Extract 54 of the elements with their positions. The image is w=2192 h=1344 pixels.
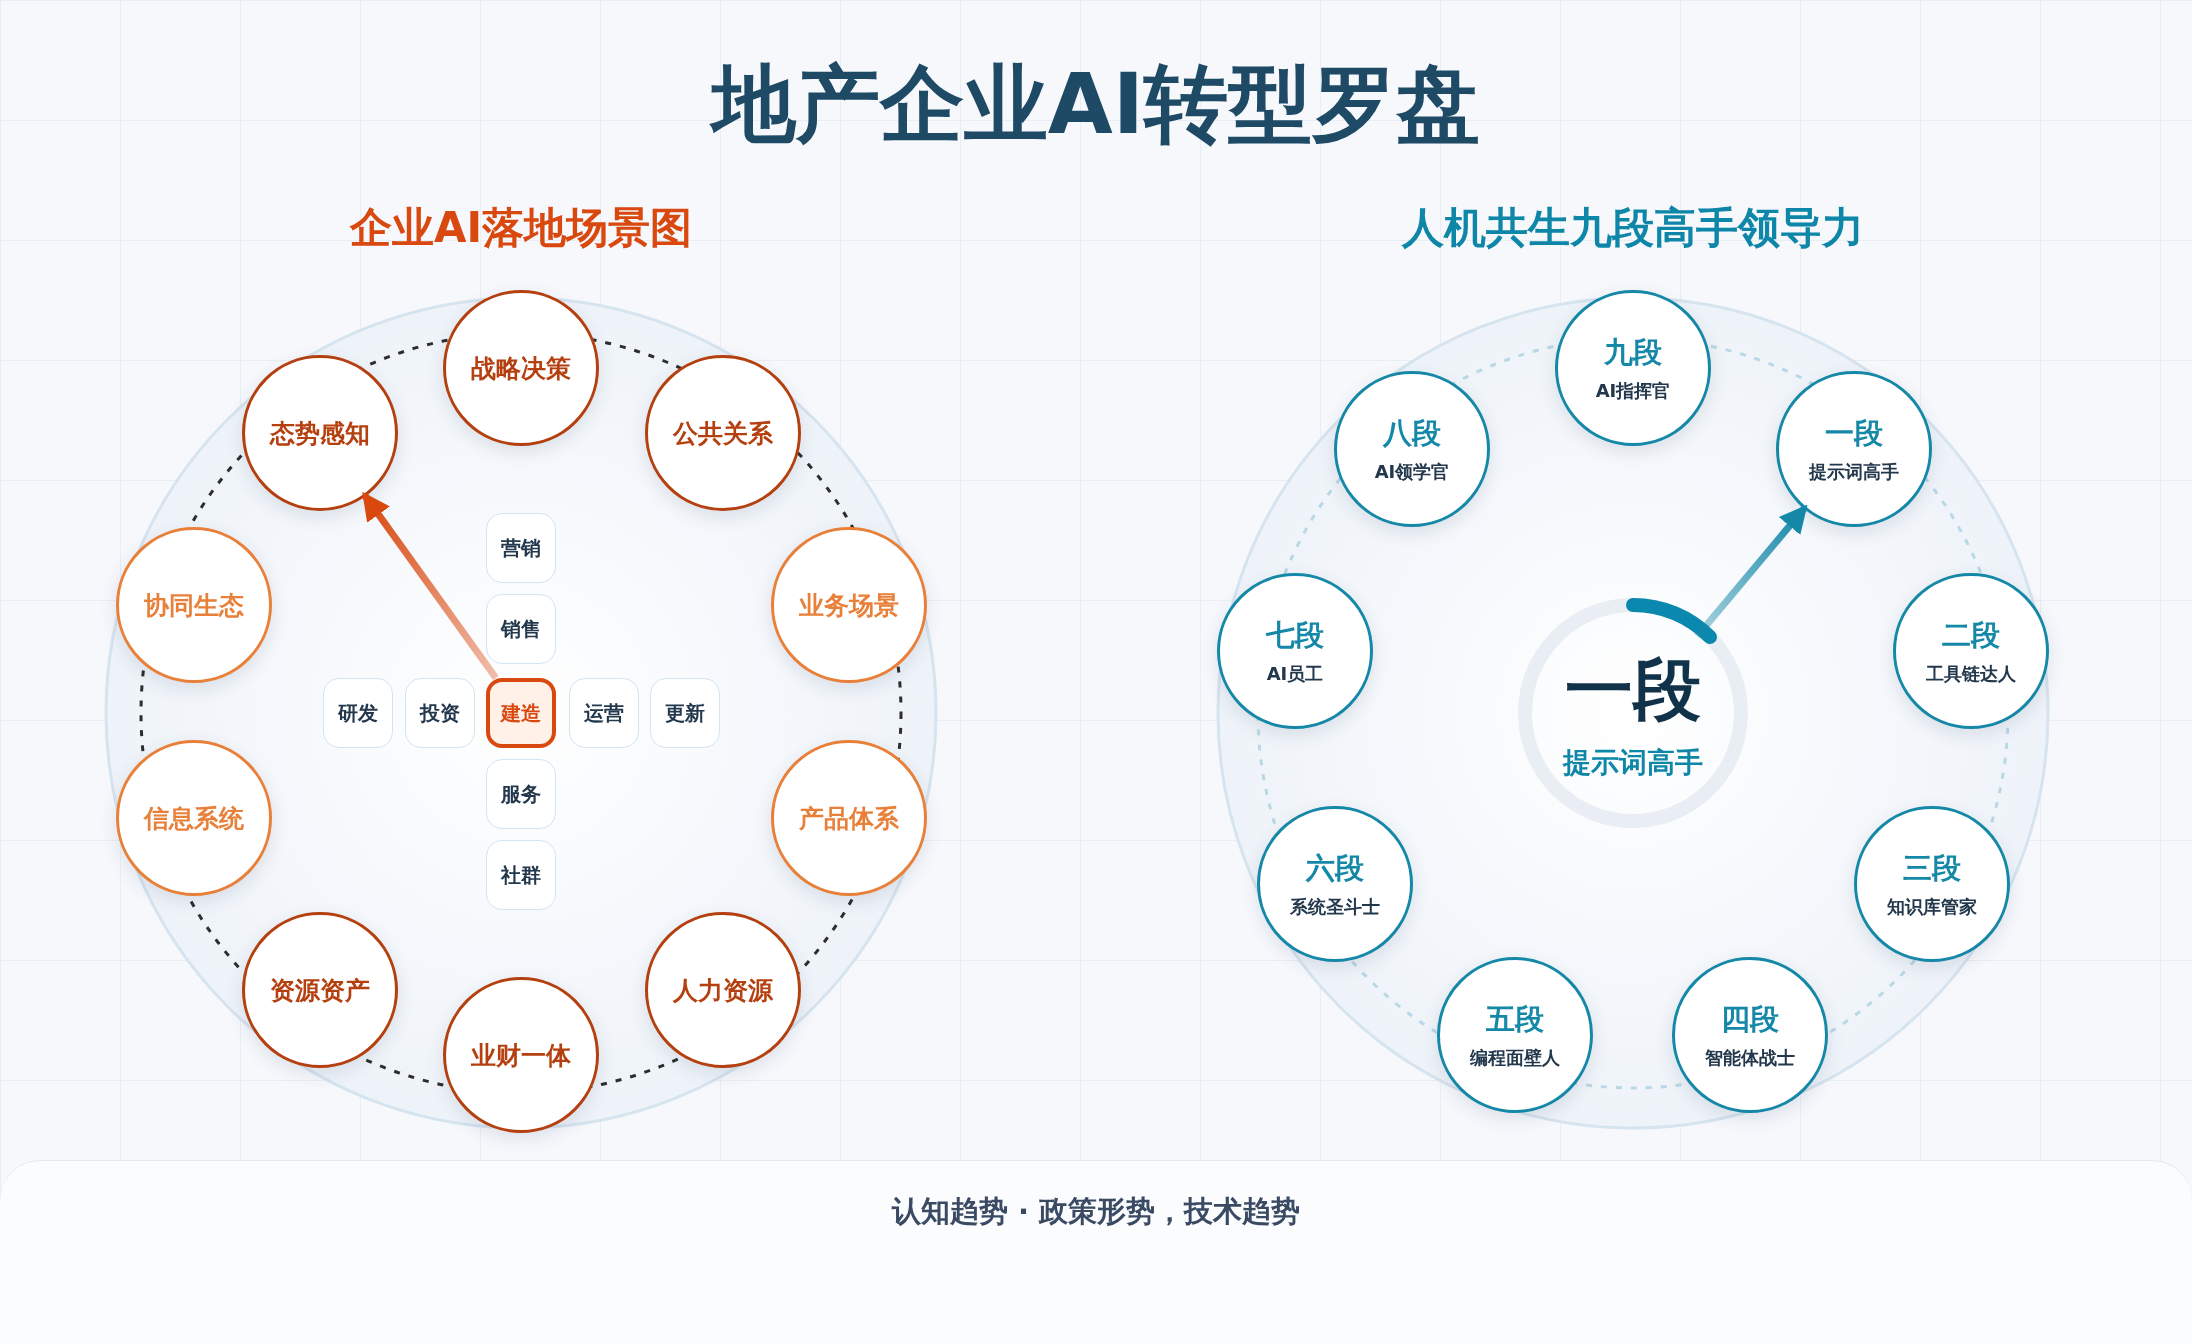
tile-label: 建造 (501, 699, 541, 727)
sector-tile (486, 840, 556, 910)
sector-tile (486, 678, 556, 748)
circle-subtitle: AI员工 (1266, 662, 1324, 686)
tile-label: 社群 (501, 861, 541, 889)
circle-subtitle: 编程面壁人 (1470, 1046, 1560, 1070)
circle-title: 八段 (1383, 415, 1441, 452)
circle-title: 二段 (1942, 617, 2000, 654)
sector-tile (486, 513, 556, 583)
circle-title: 产品体系 (799, 802, 899, 835)
circle-title: 公共关系 (673, 417, 773, 450)
tile-label: 服务 (501, 780, 541, 808)
sector-tile (486, 594, 556, 664)
circle-title: 五段 (1486, 1001, 1544, 1038)
section-heading: 人机共生九段高手领导力 (1400, 202, 1865, 254)
circle-subtitle: 提示词高手 (1563, 744, 1703, 781)
sector-tile (569, 678, 639, 748)
sector-tile (650, 678, 720, 748)
sector-tile (486, 759, 556, 829)
circle-title: 人力资源 (673, 974, 773, 1007)
tile-label: 投资 (420, 699, 460, 727)
circle-subtitle: 工具链达人 (1926, 662, 2016, 686)
circle-title: 一段 (1565, 648, 1701, 731)
circle-title: 信息系统 (144, 802, 244, 835)
circle-subtitle: 知识库管家 (1887, 895, 1977, 919)
circle-subtitle: 提示词高手 (1809, 460, 1899, 484)
arrow (362, 491, 499, 681)
circle-subtitle: AI指挥官 (1595, 379, 1671, 403)
circle-title: 业务场景 (799, 589, 899, 622)
circle-title: 三段 (1903, 850, 1961, 887)
section-heading: 企业AI落地场景图 (348, 202, 694, 254)
tile-label: 营销 (501, 534, 541, 562)
tile-label: 销售 (501, 615, 541, 643)
circle-title: 业财一体 (471, 1039, 571, 1072)
circle-subtitle: 智能体战士 (1705, 1046, 1795, 1070)
circle-subtitle: 系统圣斗士 (1290, 895, 1380, 919)
tile-label: 运营 (584, 699, 624, 727)
title: 地产企业AI转型罗盘 (708, 54, 1482, 155)
circle-title: 四段 (1721, 1001, 1779, 1038)
sector-tile (323, 678, 393, 748)
circle-title: 九段 (1604, 334, 1662, 371)
circle-title: 战略决策 (471, 352, 571, 385)
circle-title: 协同生态 (144, 589, 244, 622)
tile-label: 研发 (338, 699, 378, 727)
arrow (1694, 504, 1808, 639)
circle-title: 态势感知 (270, 417, 370, 450)
tile-label: 更新 (665, 699, 705, 727)
circle-title: 六段 (1306, 850, 1364, 887)
footer-caption: 认知趋势 · 政策形势，技术趋势 (890, 1193, 1302, 1230)
sector-tile (405, 678, 475, 748)
circle-title: 七段 (1266, 617, 1324, 654)
circle-title: 资源资产 (270, 974, 370, 1007)
circle-subtitle: AI领学官 (1374, 460, 1450, 484)
circle-title: 一段 (1825, 415, 1883, 452)
